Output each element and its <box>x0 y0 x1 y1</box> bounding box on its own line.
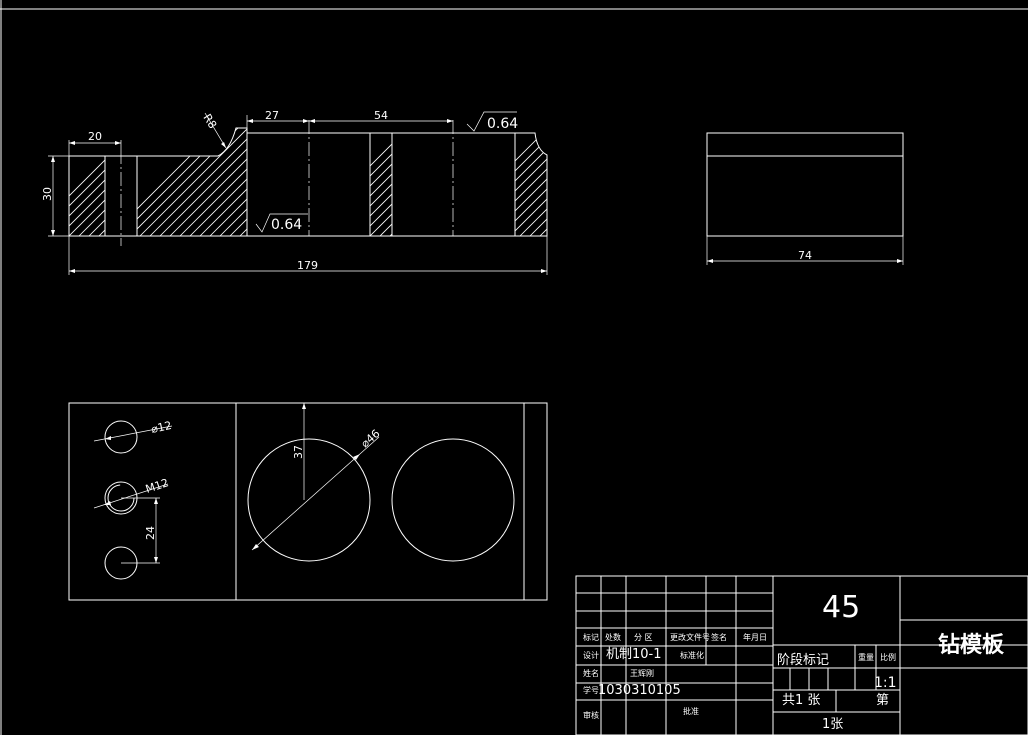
roughness-top-value: 0.64 <box>487 116 518 132</box>
dim-27: 27 <box>246 109 309 128</box>
dim-27-label: 27 <box>265 109 279 122</box>
roughness-symbol-mid: 0.64 <box>255 213 308 233</box>
dim-30-label: 30 <box>41 187 54 201</box>
dim-radius-label: R8 <box>200 112 219 131</box>
name-label: 姓名 <box>583 668 599 678</box>
scale-value: 1:1 <box>874 675 897 691</box>
hole-dia-12 <box>104 420 138 454</box>
dim-20-label: 20 <box>88 130 102 143</box>
dim-radius-37: 37 <box>292 403 306 500</box>
dim-radius: R8 <box>200 112 227 149</box>
total-sheets: 共1 张 <box>782 693 820 708</box>
header-count: 处数 <box>605 632 621 642</box>
sheet-label: 第 <box>876 693 889 708</box>
name-value: 王辉刚 <box>630 669 654 678</box>
dim-24-label: 24 <box>144 526 157 540</box>
dim-179: 179 <box>68 236 548 275</box>
student-id-label: 学号 <box>583 685 599 695</box>
header-zone: 分 区 <box>634 633 653 642</box>
side-view: 74 <box>706 132 904 265</box>
part-name: 钻模板 <box>938 632 1005 658</box>
dim-37-label: 37 <box>292 445 305 459</box>
dim-thread-m12-label: M12 <box>144 476 170 496</box>
design-value: 机制10-1 <box>606 647 662 662</box>
roughness-mid-value: 0.64 <box>271 217 302 233</box>
header-date: 年月日 <box>743 632 767 642</box>
scale-label: 比例 <box>880 652 896 662</box>
header-mark: 标记 <box>583 632 599 642</box>
dim-24: 24 <box>121 497 160 564</box>
dim-30: 30 <box>41 155 69 237</box>
sheet-number: 1张 <box>822 717 843 732</box>
header-signature: 签名 <box>711 632 727 642</box>
weight-label: 重量 <box>858 652 874 662</box>
dim-20: 20 <box>68 130 122 156</box>
title-block: 45 钻模板 标记 处数 分 区 更改文件号 签名 年月日 设计 机制10-1 … <box>575 575 1028 735</box>
approve-label: 批准 <box>683 706 699 716</box>
hatch-pattern <box>69 128 547 236</box>
dim-dia-12: ⌀12 <box>93 419 173 442</box>
standardize-label: 标准化 <box>680 650 704 660</box>
dim-74: 74 <box>706 236 904 265</box>
dim-74-label: 74 <box>798 249 812 262</box>
dim-179-label: 179 <box>297 259 318 272</box>
audit-label: 审核 <box>583 710 599 720</box>
dim-dia-46: ⌀46 <box>251 427 383 551</box>
material-label: 45 <box>822 590 860 625</box>
top-view: ⌀12 M12 24 ⌀46 37 <box>68 402 548 601</box>
dim-dia-46-label: ⌀46 <box>358 427 382 450</box>
front-section-view: 20 30 R8 27 54 <box>41 109 548 275</box>
header-change-doc: 更改文件号 <box>670 632 710 642</box>
design-label: 设计 <box>583 650 599 660</box>
dim-dia-12-label: ⌀12 <box>150 419 173 436</box>
dim-54-label: 54 <box>374 109 388 122</box>
dim-54: 54 <box>309 109 453 123</box>
bore-dia-46-right <box>391 438 515 562</box>
student-id-value: 1030310105 <box>598 683 681 698</box>
bore-dia-46-left <box>247 438 371 562</box>
roughness-symbol-top: 0.64 <box>466 111 518 132</box>
stage-mark-label: 阶段标记 <box>777 653 829 668</box>
